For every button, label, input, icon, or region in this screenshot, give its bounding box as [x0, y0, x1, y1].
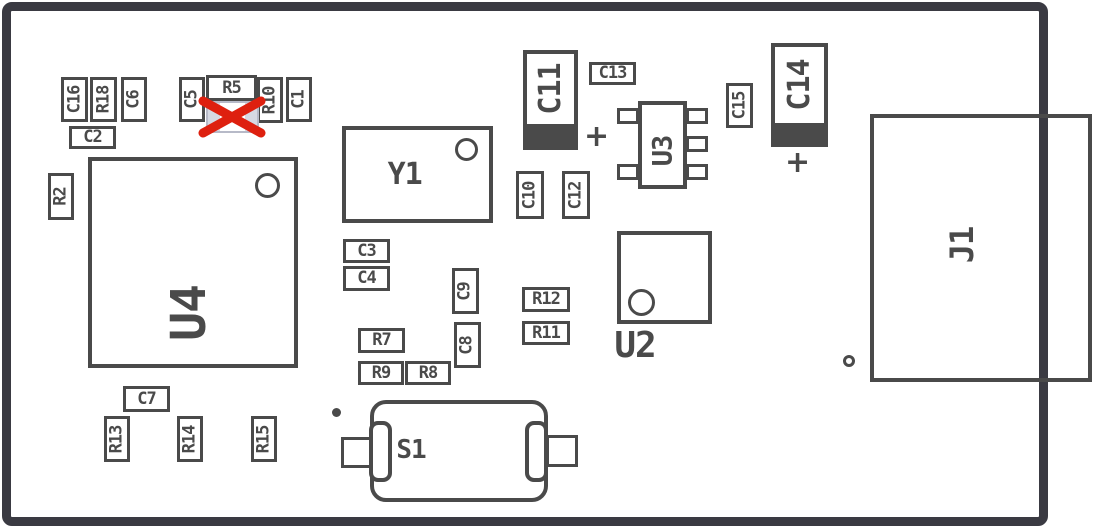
u3-pin-left-1 — [617, 108, 639, 124]
component-c9: C9 — [452, 268, 479, 314]
label-c9: C9 — [454, 281, 475, 301]
component-c14: C14 — [771, 43, 828, 147]
label-c8: C8 — [456, 335, 477, 355]
component-c13: C13 — [589, 62, 636, 85]
label-r7: R7 — [372, 330, 392, 350]
component-r8: R8 — [405, 361, 451, 385]
u3-pin-left-2 — [617, 164, 639, 180]
label-s1: S1 — [396, 435, 426, 465]
label-r12: R12 — [532, 289, 561, 309]
label-c11: C11 — [532, 63, 568, 115]
label-c16: C16 — [64, 85, 84, 114]
label-j1: J1 — [942, 227, 981, 264]
label-r5: R5 — [222, 77, 242, 98]
component-r11: R11 — [522, 321, 570, 345]
component-r5: R5 — [206, 75, 257, 101]
s1-pin1-dot-icon — [332, 408, 341, 417]
component-r12: R12 — [522, 287, 570, 312]
component-r13: R13 — [104, 416, 130, 462]
y1-pin1-icon — [455, 138, 478, 161]
component-s1: S1 — [370, 400, 548, 502]
s1-actuator-left — [369, 421, 392, 482]
label-u4: U4 — [160, 285, 217, 342]
component-c6: C6 — [121, 77, 147, 122]
component-c7: C7 — [123, 386, 170, 412]
label-r14: R14 — [179, 425, 200, 453]
label-c4: C4 — [357, 268, 377, 288]
component-u4: U4 — [88, 157, 298, 368]
component-c2: C2 — [69, 126, 116, 149]
component-c4: C4 — [343, 266, 390, 291]
u3-pin-right-2 — [686, 136, 708, 152]
error-cross-icon — [198, 96, 266, 138]
component-c10: C10 — [516, 171, 544, 219]
component-c8: C8 — [454, 322, 481, 368]
label-c15: C15 — [729, 91, 749, 120]
component-c3: C3 — [343, 239, 390, 263]
component-r7: R7 — [358, 328, 405, 353]
c14-plus-icon: + — [785, 145, 811, 180]
label-y1: Y1 — [387, 156, 423, 192]
component-u2 — [617, 231, 712, 324]
s1-actuator-right — [525, 421, 548, 482]
s1-tab-left — [341, 437, 373, 468]
u3-pin-right-1 — [686, 108, 708, 124]
u4-pin1-icon — [255, 173, 280, 198]
label-c13: C13 — [598, 63, 628, 83]
board-outline — [2, 2, 1048, 526]
component-c16: C16 — [61, 77, 88, 122]
component-r9: R9 — [358, 361, 404, 385]
c11-plus-icon: + — [584, 119, 610, 154]
label-c12: C12 — [565, 181, 586, 209]
component-r18: R18 — [90, 77, 117, 122]
mounting-hole-icon — [843, 355, 855, 367]
label-r15: R15 — [253, 425, 274, 453]
label-c6: C6 — [123, 90, 144, 109]
label-c1: C1 — [288, 90, 309, 109]
label-r13: R13 — [106, 425, 127, 453]
u3-pin-right-3 — [686, 164, 708, 180]
component-r14: R14 — [177, 416, 203, 462]
label-u3: U3 — [647, 136, 678, 167]
label-r2: R2 — [50, 187, 71, 206]
c14-cathode-band — [775, 123, 824, 143]
label-r9: R9 — [371, 362, 392, 383]
label-r18: R18 — [93, 85, 113, 114]
component-j1: J1 — [870, 114, 1092, 382]
label-c14: C14 — [781, 59, 817, 111]
component-y1: Y1 — [342, 126, 493, 223]
label-u2: U2 — [614, 325, 656, 366]
label-r8: R8 — [418, 362, 439, 383]
s1-tab-right — [546, 435, 578, 467]
component-c15: C15 — [726, 83, 753, 128]
component-r2: R2 — [48, 173, 74, 220]
component-c1: C1 — [286, 77, 312, 122]
component-r15: R15 — [251, 416, 277, 462]
label-c10: C10 — [519, 181, 540, 209]
label-c7: C7 — [137, 388, 157, 409]
label-c2: C2 — [83, 127, 103, 147]
component-c11: C11 — [523, 50, 578, 150]
u2-pin1-icon — [628, 289, 655, 316]
component-c12: C12 — [562, 171, 590, 219]
label-r11: R11 — [532, 322, 561, 343]
component-u3: U3 — [638, 101, 687, 189]
label-c3: C3 — [357, 240, 377, 261]
c11-cathode-band — [527, 124, 574, 146]
